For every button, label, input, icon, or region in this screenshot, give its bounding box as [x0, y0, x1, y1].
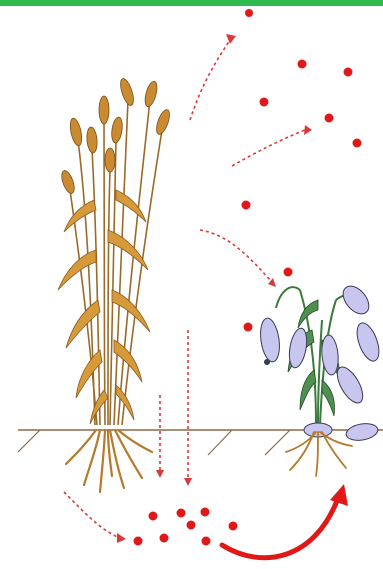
chemical-dot — [149, 512, 158, 521]
chemical-dot — [177, 509, 186, 518]
chemical-dot — [202, 537, 211, 546]
chemical-dot — [244, 323, 253, 332]
uptake-arrow — [222, 484, 348, 558]
top-border — [0, 0, 383, 6]
chemical-dot — [284, 268, 293, 277]
wilted-plant-icon — [258, 281, 383, 476]
chemical-dot — [242, 201, 251, 210]
chemical-dot — [160, 534, 169, 543]
chemical-dot — [134, 537, 143, 546]
chemical-dot — [187, 521, 196, 530]
chemical-dot — [229, 522, 238, 531]
chemical-dot — [260, 98, 269, 107]
chemical-dot — [353, 139, 362, 148]
chemical-dot — [325, 114, 334, 123]
chemical-dot — [245, 9, 253, 17]
chemical-dot — [344, 68, 353, 77]
chemical-dot — [201, 508, 210, 517]
chemical-dot — [298, 60, 307, 69]
red-dot-icon — [134, 9, 362, 546]
